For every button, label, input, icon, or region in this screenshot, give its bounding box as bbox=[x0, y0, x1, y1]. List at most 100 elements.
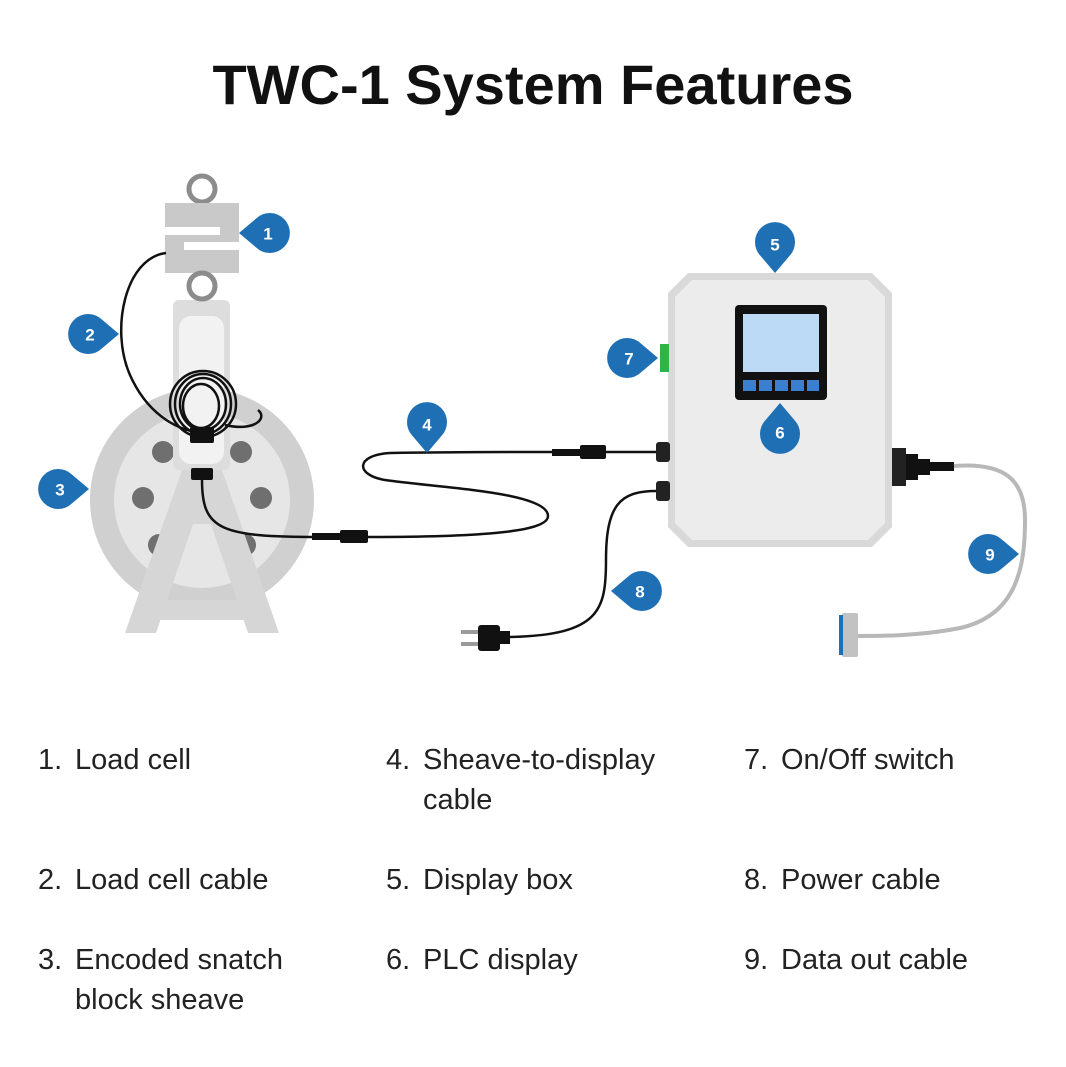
legend-label-line: Load cell cable bbox=[75, 864, 269, 896]
callout-marker-shape bbox=[968, 534, 1019, 574]
callout-marker-5: 5 bbox=[755, 222, 795, 273]
callout-marker-6: 6 bbox=[759, 403, 800, 454]
callout-marker-shape bbox=[239, 212, 290, 253]
load-cell-slot bbox=[184, 242, 239, 250]
plc-key bbox=[743, 380, 756, 391]
legend-label: Power cable bbox=[781, 860, 941, 900]
callout-marker-1: 1 bbox=[239, 212, 290, 253]
legend-number: 4. bbox=[386, 744, 411, 776]
load-cell-slot bbox=[165, 227, 220, 235]
plug-prong bbox=[461, 630, 478, 634]
callout-marker-3: 3 bbox=[38, 469, 89, 509]
legend-number: 9. bbox=[744, 944, 769, 976]
plc-key bbox=[807, 380, 819, 391]
callout-marker-number: 1 bbox=[263, 225, 272, 244]
legend-number: 6. bbox=[386, 944, 411, 976]
plc-key bbox=[791, 380, 804, 391]
cable-clip bbox=[190, 427, 214, 443]
sheave-bolt bbox=[250, 487, 272, 509]
callout-marker-shape bbox=[611, 571, 662, 612]
callout-marker-shape bbox=[759, 403, 800, 454]
load-cell-body bbox=[165, 203, 239, 273]
sheave-stand-crossbar bbox=[152, 600, 252, 620]
callout-marker-7: 7 bbox=[607, 338, 658, 378]
legend-item: 3. Encoded snatch block sheave bbox=[38, 940, 283, 1020]
callout-marker-number: 3 bbox=[55, 481, 64, 500]
sheave-bolt bbox=[152, 441, 174, 463]
callout-marker-number: 8 bbox=[635, 583, 644, 602]
legend-number: 8. bbox=[744, 864, 769, 896]
sheave-stand bbox=[125, 470, 279, 633]
callout-marker-2: 2 bbox=[68, 314, 119, 354]
display-cable-port bbox=[656, 442, 670, 462]
callout-marker-number: 4 bbox=[422, 416, 432, 435]
callout-marker-shape bbox=[755, 222, 795, 273]
legend-label: Load cell cable bbox=[75, 860, 268, 900]
legend-number: 7. bbox=[744, 744, 769, 776]
power-plug bbox=[478, 625, 500, 651]
load-cell-top-ring bbox=[186, 173, 218, 205]
power-cable bbox=[461, 489, 657, 651]
plc-screen bbox=[743, 314, 819, 372]
legend-label-line: Load cell bbox=[75, 744, 192, 776]
legend-item: 5. Display box bbox=[386, 860, 573, 900]
callout-marker-number: 2 bbox=[85, 326, 94, 345]
legend-item: 7. On/Off switch bbox=[744, 740, 955, 780]
callout-marker-shape bbox=[68, 314, 119, 354]
callout-marker-4: 4 bbox=[407, 402, 447, 453]
plc-key bbox=[775, 380, 788, 391]
plc-key bbox=[759, 380, 772, 391]
legend-label: PLC display bbox=[423, 940, 578, 980]
load-cell bbox=[165, 173, 239, 302]
page-title: TWC-1 System Features bbox=[212, 53, 854, 116]
callout-marker-number: 6 bbox=[775, 424, 784, 443]
legend-label-line: cable bbox=[423, 784, 493, 816]
plug-prong bbox=[461, 642, 478, 646]
legend-label-line: Encoded snatch bbox=[75, 944, 283, 976]
legend-label: Display box bbox=[423, 860, 573, 900]
callout-marker-8: 8 bbox=[611, 571, 662, 612]
callout-marker-shape bbox=[607, 338, 658, 378]
system-diagram: 1 2 3 4 5 6 7 8 9 bbox=[38, 173, 1028, 657]
legend-label: Encoded snatch block sheave bbox=[75, 940, 283, 1020]
legend-number: 2. bbox=[38, 864, 63, 896]
load-cell-bottom-ring bbox=[186, 270, 218, 302]
callout-marker-shape bbox=[38, 469, 89, 509]
legend-label: Sheave-to-display cable bbox=[423, 740, 655, 820]
sheave-bolt bbox=[230, 441, 252, 463]
legend-label: Data out cable bbox=[781, 940, 968, 980]
sheave-bolt bbox=[132, 487, 154, 509]
legend-item: 1. Load cell bbox=[38, 740, 191, 780]
callout-marker-number: 7 bbox=[624, 350, 633, 369]
legend-label-line: On/Off switch bbox=[781, 744, 955, 776]
legend-label-line: Data out cable bbox=[781, 944, 969, 976]
legend-number: 5. bbox=[386, 864, 411, 896]
plc-display bbox=[735, 305, 827, 400]
legend-label-line: Power cable bbox=[781, 864, 941, 896]
legend-label-line: Display box bbox=[423, 864, 573, 896]
legend-item: 2. Load cell cable bbox=[38, 860, 268, 900]
callout-marker-9: 9 bbox=[968, 534, 1019, 574]
callout-marker-number: 9 bbox=[985, 546, 994, 565]
legend-item: 9. Data out cable bbox=[744, 940, 968, 980]
legend-item: 8. Power cable bbox=[744, 860, 941, 900]
legend-item: 4. Sheave-to-display cable bbox=[386, 740, 655, 820]
sheave-to-display-cable bbox=[200, 445, 662, 543]
legend: 1. Load cell 2. Load cell cable 3. Encoded sn… bbox=[0, 740, 1066, 1060]
legend-label-line: block sheave bbox=[75, 984, 245, 1016]
data-connector bbox=[842, 613, 858, 657]
sheave-connector bbox=[191, 468, 213, 480]
legend-number: 1. bbox=[38, 744, 63, 776]
legend-number: 3. bbox=[38, 944, 63, 976]
legend-item: 6. PLC display bbox=[386, 940, 578, 980]
data-out-cable bbox=[839, 448, 1028, 657]
legend-label-line: PLC display bbox=[423, 944, 578, 976]
callout-marker-shape bbox=[407, 402, 447, 453]
on-off-switch[interactable] bbox=[660, 344, 669, 372]
legend-label: On/Off switch bbox=[781, 740, 955, 780]
power-cable-port bbox=[656, 481, 670, 501]
data-port-base bbox=[892, 448, 906, 486]
legend-label: Load cell bbox=[75, 740, 191, 780]
callout-marker-number: 5 bbox=[770, 236, 779, 255]
legend-label-line: Sheave-to-display bbox=[423, 744, 656, 776]
